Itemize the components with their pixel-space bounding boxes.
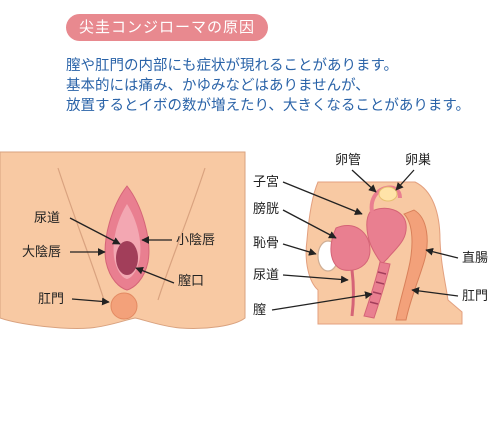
description-line-3: 放置するとイボの数が増えたり、大きくなることがあります。	[66, 98, 470, 114]
label-urethra-sec: 尿道	[253, 268, 279, 283]
arrow-vagina	[271, 291, 373, 311]
external-view: 尿道 大陰唇 小陰唇 膣口 肛門	[0, 151, 246, 329]
label-uterus: 子宮	[253, 174, 279, 190]
label-labia-majora: 大陰唇	[22, 245, 61, 260]
label-fallopian-tube: 卵管	[335, 153, 361, 168]
vaginal-opening-shape	[116, 241, 138, 275]
arrow-anus-sec	[411, 287, 459, 297]
arrow-bladder	[282, 209, 337, 239]
label-bladder: 膀胱	[253, 201, 279, 217]
arrow-ovary	[395, 169, 415, 191]
ovary-shape	[378, 186, 398, 202]
label-ovary: 卵巣	[405, 153, 431, 168]
arrow-fallopian-tube	[351, 169, 377, 193]
anus-shape	[110, 292, 138, 320]
rectum-shape	[395, 209, 428, 321]
groove-left	[57, 167, 105, 301]
label-anus-ext: 肛門	[38, 292, 64, 307]
label-vagina: 膣	[253, 302, 266, 318]
arrow-urethra-sec	[282, 274, 349, 284]
arrow-pubic-bone	[282, 243, 317, 256]
label-labia-minora: 小陰唇	[176, 233, 215, 248]
label-anus-sec: 肛門	[462, 289, 488, 304]
bladder-shape	[330, 225, 371, 271]
label-vaginal-opening: 膣口	[178, 273, 204, 289]
arrow-vaginal-opening	[135, 266, 175, 284]
arrow-uterus	[282, 181, 363, 215]
vagina-folds	[369, 271, 387, 305]
description-line-2: 基本的には痛み、かゆみなどはありませんが、	[66, 78, 370, 94]
groove-right	[157, 167, 206, 301]
sectional-view: 卵管 卵巣 子宮 膀胱 恥骨 尿道 膣 直腸 肛門	[253, 153, 488, 325]
diagram-title: 尖圭コンジローマの原因	[66, 14, 268, 41]
description-line-1: 膣や肛門の内部にも症状が現れることがあります。	[66, 58, 399, 74]
vagina-shape	[363, 261, 391, 319]
arrow-anus-ext	[71, 297, 110, 306]
label-urethra-ext: 尿道	[34, 211, 60, 226]
label-rectum: 直腸	[462, 251, 488, 266]
uterus-shape	[366, 208, 407, 265]
urethra-shape	[350, 269, 355, 317]
arrow-rectum	[425, 247, 459, 259]
arrow-urethra-ext	[69, 217, 121, 245]
label-pubic-bone: 恥骨	[253, 236, 279, 251]
description: 膣や肛門の内部にも症状が現れることがあります。 基本的には痛み、かゆみなどはあり…	[66, 56, 496, 116]
